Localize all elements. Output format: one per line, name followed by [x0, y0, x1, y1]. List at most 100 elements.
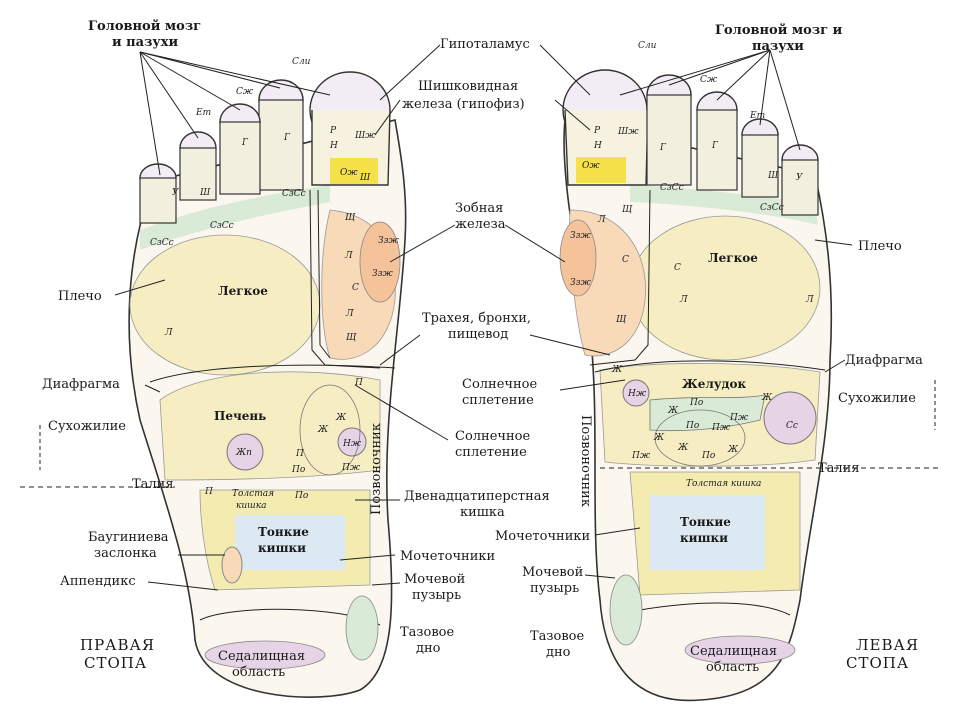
label-trachea-2: пищевод: [448, 327, 508, 342]
label-colon-right: Толстая кишка: [686, 479, 761, 489]
right-pineal-zone-top: [330, 158, 378, 184]
leader-trachea-r: [529, 334, 611, 356]
mark-ozh-r: Ож: [340, 168, 358, 178]
label-colon-left-2: кишка: [236, 501, 266, 511]
mark-s-l1: С: [622, 255, 629, 265]
label-waist-right: Талия: [818, 461, 860, 476]
mark-zh-l2: Ж: [667, 406, 679, 416]
mark-pzh-l1: Пж: [711, 423, 731, 433]
mark-shch-r1: Щ: [345, 213, 356, 223]
leader-ureters-l: [339, 554, 396, 561]
mark-ozh-l: Ож: [582, 161, 600, 171]
mark-shzh-l: Шж: [617, 127, 639, 137]
right-foot: [128, 71, 407, 698]
leader-diaphragm-l: [144, 384, 161, 393]
leader-thyroid-r: [504, 224, 566, 263]
right-toe-3-body: [219, 121, 261, 195]
leader-thyroid-l: [389, 224, 456, 263]
mark-zzh-r1: Ззж: [378, 236, 400, 246]
label-thyroid-2: железа: [455, 217, 506, 232]
label-duodenum-1: Двенадцатиперстная: [404, 489, 550, 504]
mark-s-l2: С: [674, 263, 681, 273]
mark-g-l2: Г: [711, 141, 719, 151]
mark-szsg-l2: СзСс: [760, 203, 784, 213]
label-bladder-left-1: Мочевой: [404, 572, 465, 587]
mark-s-r: С: [352, 283, 359, 293]
right-kidney-outline: [299, 384, 361, 476]
mark-pzh-l2: Пж: [729, 413, 749, 423]
left-thyroid-zone: [559, 219, 597, 297]
left-kidney-outline: [654, 409, 746, 467]
label-solar-left-2: сплетение: [455, 445, 527, 460]
label-ureters-right: Мочеточники: [495, 529, 590, 544]
left-shoulder-band: [630, 185, 818, 225]
mark-zh-l6: Ж: [727, 445, 739, 455]
label-pineal-1: Шишковидная: [418, 79, 518, 94]
mark-g-r1: Г: [241, 138, 249, 148]
mark-zh-l5: Ж: [677, 443, 689, 453]
label-pelvic-right-2: дно: [546, 645, 571, 660]
mark-zzh-r2: Ззж: [372, 269, 394, 279]
label-sciatic-right-2: область: [706, 660, 759, 675]
mark-sli-l: Сли: [638, 41, 657, 51]
leader-brain-r2: [759, 49, 771, 126]
left-toe-4-body: [741, 134, 779, 198]
leader-brain-r3: [716, 49, 771, 101]
label-sciatic-right-1: Седалищная: [690, 644, 777, 659]
label-thyroid-1: Зобная: [455, 201, 503, 216]
label-solar-right-1: Солнечное: [462, 377, 537, 392]
leader-brain-r4: [668, 49, 771, 86]
label-left-foot-1: ЛЕВАЯ: [856, 636, 919, 654]
right-pelvic-zone: [345, 595, 379, 661]
label-small-right-2: кишки: [680, 531, 728, 545]
mark-g-l1: Г: [659, 143, 667, 153]
left-lung-zone: [629, 215, 821, 361]
leader-lines: [20, 44, 940, 591]
mark-szsg-r3: СзСс: [150, 238, 174, 248]
label-bladder-right-1: Мочевой: [522, 565, 583, 580]
label-pelvic-left-2: дно: [416, 641, 441, 656]
mark-u-l: У: [796, 173, 804, 183]
label-tendon-right: Сухожилие: [838, 391, 916, 406]
leader-trachea-l: [379, 334, 421, 366]
label-sciatic-left-1: Седалищная: [218, 649, 305, 664]
leader-brain-r5: [619, 49, 771, 96]
label-left-foot-2: СТОПА: [846, 654, 909, 672]
mark-sh-r2: Ш: [359, 173, 371, 183]
mark-pzh-r: Пж: [341, 463, 361, 473]
right-spine-channel: [309, 189, 381, 369]
mark-pzh-l3: Пж: [631, 451, 651, 461]
mark-zhp-r: Жп: [235, 448, 252, 458]
label-lung-left: Легкое: [218, 284, 268, 298]
leader-brain-l4: [139, 51, 281, 89]
right-lung-zone: [129, 234, 321, 376]
leader-ureters-r: [594, 527, 641, 536]
leader-pineal-r: [554, 99, 591, 131]
label-pineal-2: железа (гипофиз): [402, 97, 525, 112]
right-toe-4-body: [179, 147, 217, 201]
label-brain-left-2: и пазухи: [112, 35, 178, 50]
mark-zzh-l1: Ззж: [570, 231, 592, 241]
leader-appendix: [147, 581, 219, 591]
mark-zh-l1: Ж: [611, 365, 623, 375]
right-diaphragm-line: [149, 364, 396, 383]
left-spine-channel: [589, 189, 651, 366]
mark-shch-l1: Щ: [622, 205, 633, 215]
right-thyroid-zone: [359, 221, 401, 303]
left-spleen-zone: [763, 391, 817, 445]
leader-brain-l1: [139, 51, 161, 176]
mark-g-r2: Г: [283, 133, 291, 143]
left-diaphragm-line: [594, 360, 826, 373]
mark-ss-l: Сс: [786, 421, 798, 431]
leader-solar-l: [354, 384, 449, 441]
mark-p-r1: П: [354, 378, 363, 388]
label-bladder-left-2: пузырь: [412, 588, 461, 603]
left-heel-line: [639, 602, 791, 616]
mark-l-r1: Л: [344, 251, 353, 261]
mark-nzh-l: Нж: [627, 389, 647, 399]
label-colon-left-1: Толстая: [232, 489, 274, 499]
label-small-left-1: Тонкие: [258, 525, 309, 539]
label-solar-left-1: Солнечное: [455, 429, 530, 444]
label-waist-left: Талия: [132, 477, 174, 492]
mark-r-r: Р: [329, 126, 337, 136]
